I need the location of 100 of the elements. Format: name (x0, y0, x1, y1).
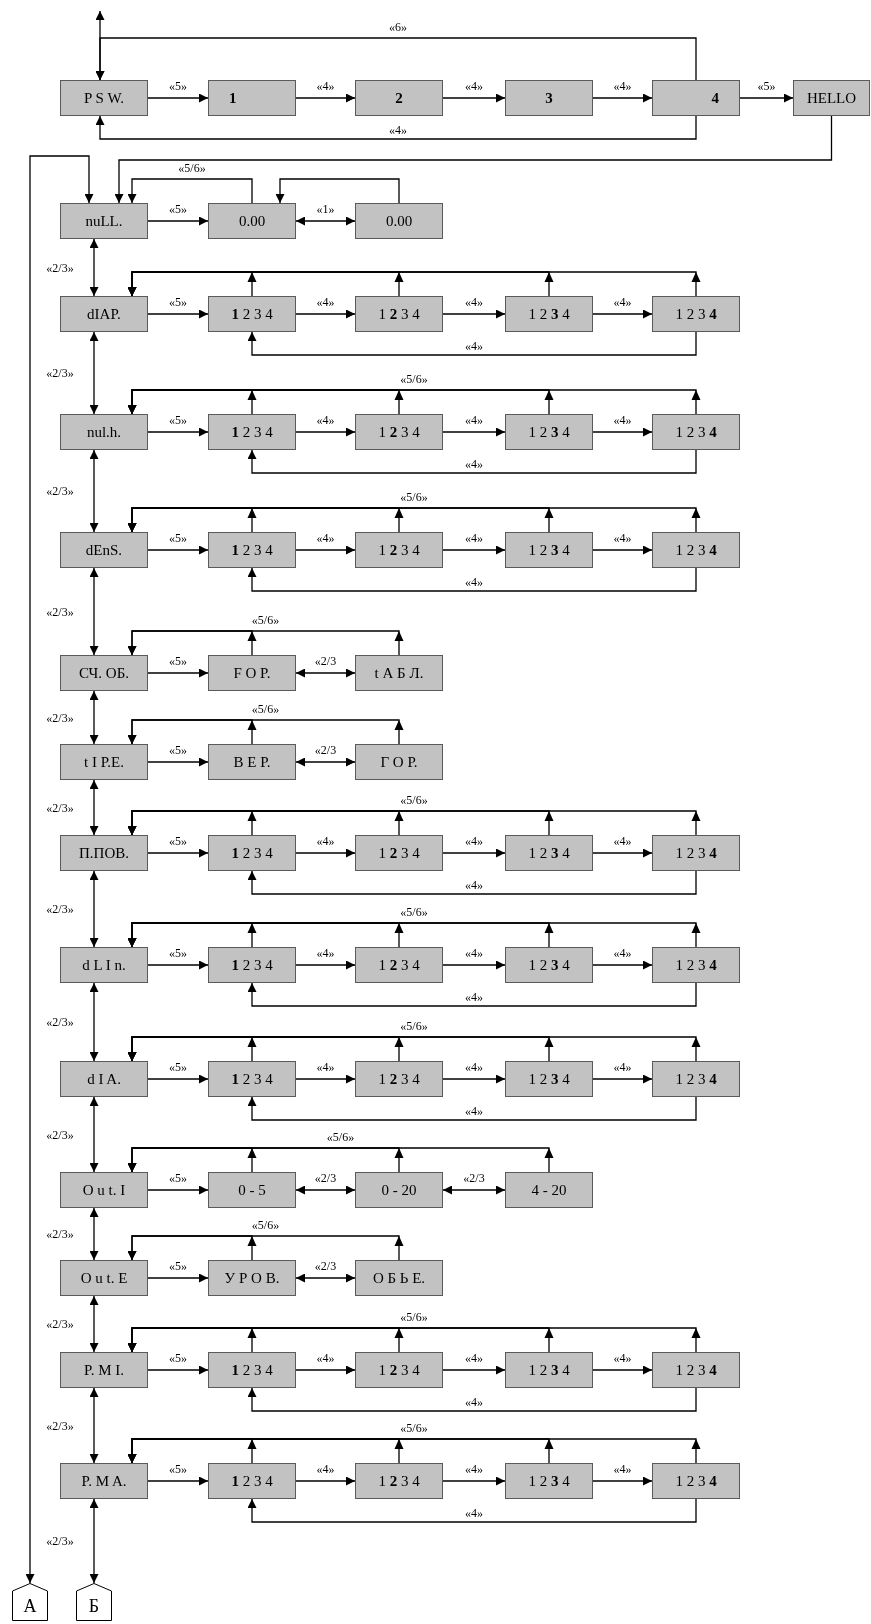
display-text: 1 2 3 4 (675, 1069, 717, 1089)
menu-box (60, 835, 148, 871)
edge-label: «2/3 (313, 744, 338, 756)
edge-label: «4» (464, 1352, 484, 1364)
menu-box (60, 1260, 148, 1296)
menu-box (208, 1172, 296, 1208)
edge-label: «2/3» (45, 605, 75, 618)
arrow (127, 271, 701, 297)
arrow (295, 1273, 356, 1283)
display-text: 1 2 3 4 (675, 955, 717, 975)
menu-box (652, 80, 740, 116)
menu-box (60, 655, 148, 691)
arrow (127, 507, 701, 533)
display-text: P S W. (84, 88, 124, 108)
display-text: d I A. (87, 1069, 121, 1089)
display-text: 1 2 3 4 (675, 540, 717, 560)
edge-label: «5» (756, 80, 777, 92)
arrow (25, 155, 94, 1584)
display-text: d L I n. (82, 955, 126, 975)
edge-label: «2/3 (313, 1260, 338, 1272)
edge-label: «5» (168, 414, 188, 426)
edge-label: «4» (315, 1463, 336, 1475)
display-text: О Б Ь Е. (372, 1268, 426, 1288)
menu-box (793, 80, 870, 116)
display-text: 1 2 3 4 (528, 1471, 570, 1491)
menu-box (208, 1463, 296, 1499)
menu-box (652, 1352, 740, 1388)
arrow (89, 1295, 99, 1353)
edge-label: «4» (464, 1061, 484, 1073)
edge-label: «4» (315, 1352, 336, 1364)
edge-label: «2/3» (45, 903, 75, 915)
arrow (89, 1387, 99, 1464)
edge-label: «4» (315, 80, 336, 92)
arrow (247, 1387, 697, 1412)
edge-label: «2/3 (462, 1172, 486, 1184)
edge-label: «4» (464, 414, 484, 426)
arrow (247, 1498, 697, 1523)
edge-label: «4» (464, 879, 484, 891)
arrow (89, 982, 99, 1062)
display-text: 1 2 3 4 (528, 422, 570, 442)
edge-label: «4» (612, 835, 633, 847)
menu-box (355, 947, 443, 983)
edge-label: «5» (168, 1061, 188, 1073)
edge-label: «5/6» (250, 614, 281, 626)
arrow (295, 960, 356, 970)
menu-box (355, 532, 443, 568)
menu-box (60, 1172, 148, 1208)
edge-label: «4» (464, 1396, 484, 1408)
arrow (89, 1207, 99, 1261)
menu-box (208, 80, 296, 116)
arrow (295, 1185, 356, 1195)
edge-label: «4» (315, 1061, 336, 1073)
arrow (592, 93, 653, 103)
arrow (89, 1096, 99, 1173)
arrow (247, 331, 697, 356)
arrow (127, 1147, 554, 1173)
arrow (295, 309, 356, 319)
arrow (592, 545, 653, 555)
edge-label: «5» (168, 296, 188, 308)
arrow (295, 1074, 356, 1084)
display-text: 2 (395, 88, 403, 108)
arrow (89, 449, 99, 533)
menu-box (208, 835, 296, 871)
edge-label: «4» (464, 532, 484, 544)
edge-label: «4» (464, 1105, 484, 1117)
display-text: 3 (545, 88, 553, 108)
arrow (89, 690, 99, 745)
menu-box (60, 414, 148, 450)
display-text: 1 2 3 4 (528, 1069, 570, 1089)
display-text: P. M I. (84, 1360, 124, 1380)
edge-label: «4» (612, 532, 633, 544)
display-text: HELLO (806, 88, 857, 108)
arrow (127, 1036, 701, 1062)
menu-box (208, 1352, 296, 1388)
display-text: 1 2 3 4 (231, 422, 273, 442)
arrow (89, 870, 99, 948)
menu-box (355, 1260, 443, 1296)
menu-box (355, 835, 443, 871)
menu-box (505, 1352, 593, 1388)
edge-label: «5» (168, 1172, 188, 1184)
arrow (127, 1327, 701, 1353)
arrow (147, 309, 209, 319)
arrow (89, 1498, 99, 1584)
display-text: 1 2 3 4 (675, 1360, 717, 1380)
edge-label: «5/6» (399, 1422, 429, 1434)
display-text: 1 2 3 4 (231, 540, 273, 560)
display-text: 1 2 3 4 (378, 1360, 420, 1380)
edge-label: «4» (464, 991, 484, 1003)
display-text: 1 2 3 4 (675, 1471, 717, 1491)
arrow (127, 1438, 701, 1464)
edge-label: «2/3» (45, 1535, 75, 1547)
display-text: 1 2 3 4 (231, 843, 273, 863)
display-text: t А Б Л. (374, 663, 424, 683)
display-text: P. M A. (81, 1471, 127, 1491)
menu-box (505, 1061, 593, 1097)
display-text: У Р О В. (224, 1268, 280, 1288)
display-text: t I P.E. (84, 752, 124, 772)
arrow (127, 630, 404, 656)
arrow (592, 1476, 653, 1486)
arrow (442, 309, 506, 319)
